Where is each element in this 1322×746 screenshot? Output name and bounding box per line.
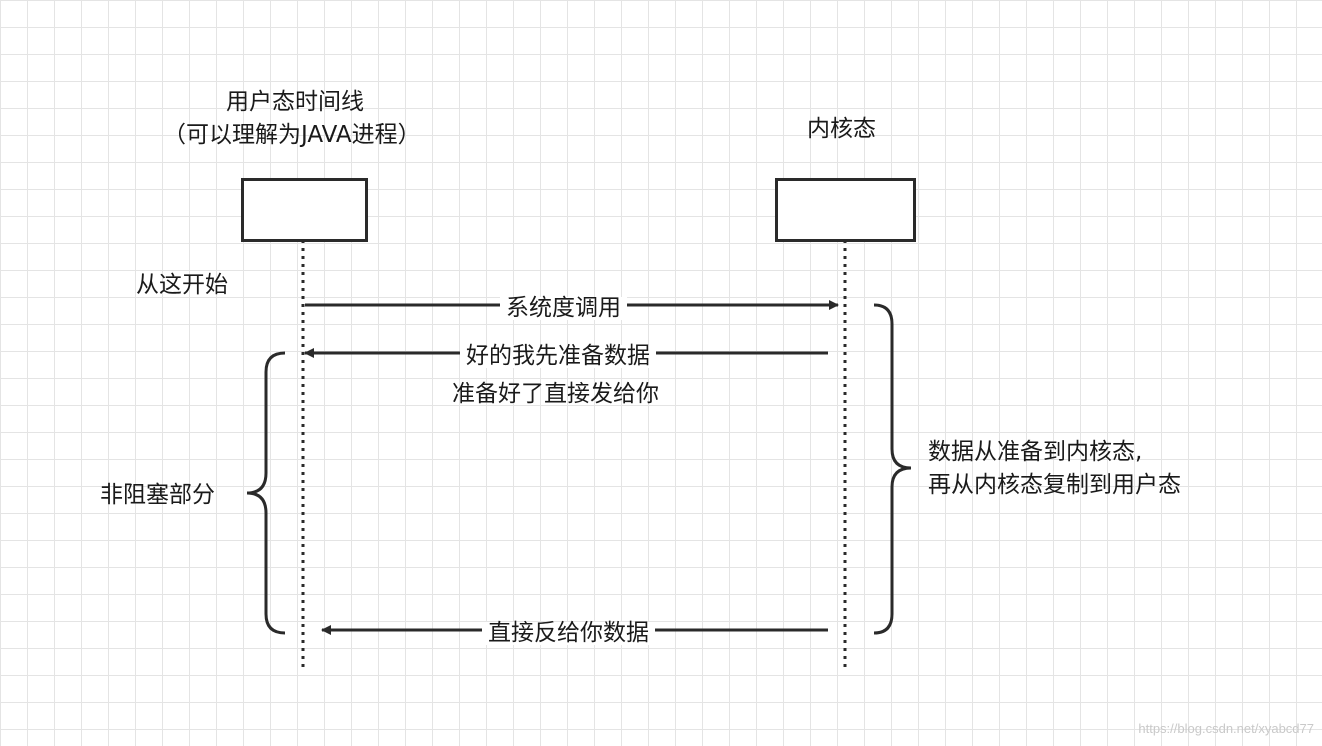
copy-note-line2: 再从内核态复制到用户态 — [928, 472, 1181, 498]
kernel-participant-title: 内核态 — [807, 116, 876, 142]
kernel-participant-box — [775, 178, 916, 242]
user-participant-box — [241, 178, 368, 242]
user-participant-subtitle: （可以理解为JAVA进程） — [163, 122, 421, 148]
prepare-data-note: 准备好了直接发给你 — [452, 381, 659, 407]
return-data-message-label: 直接反给你数据 — [482, 622, 655, 645]
watermark: https://blog.csdn.net/xyabcd77 — [1138, 721, 1314, 736]
right-curly-brace — [873, 303, 912, 635]
copy-note-line1: 数据从准备到内核态, — [928, 439, 1143, 465]
syscall-message-label: 系统度调用 — [500, 297, 627, 320]
non-blocking-label: 非阻塞部分 — [100, 482, 215, 508]
prepare-data-message-label: 好的我先准备数据 — [460, 345, 656, 368]
left-curly-brace — [246, 351, 286, 635]
start-note: 从这开始 — [136, 272, 228, 298]
user-participant-title: 用户态时间线 — [226, 89, 364, 115]
